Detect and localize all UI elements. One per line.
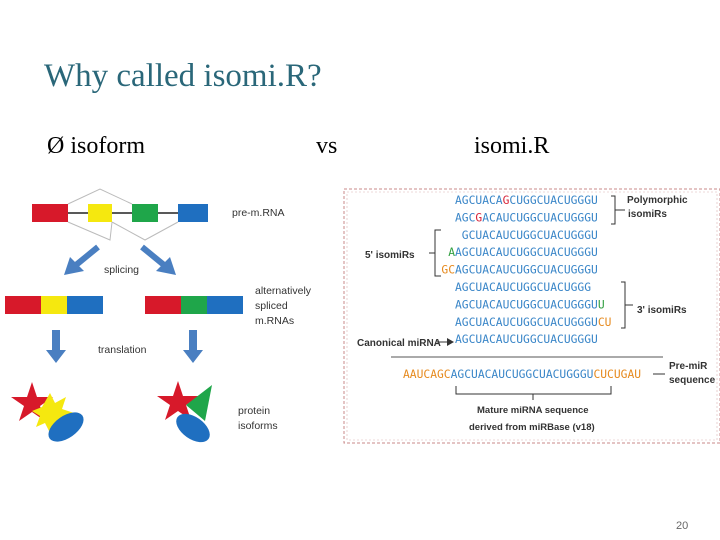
mature-bracket [455, 386, 612, 400]
isoform-heading-text: isoform [70, 133, 146, 159]
isomir-heading: isomi.R [474, 133, 550, 159]
isomir-frame [343, 188, 720, 444]
canonical-label: Canonical miRNA [357, 338, 441, 349]
bullet-arrow-icon: Ø [47, 133, 65, 159]
isomir-sequence-row: AGCGACAUCUGGCUACUGGGU [455, 211, 598, 224]
five-prime-label: 5' isomiRs [365, 250, 415, 261]
splicing-arrow-left-icon [64, 244, 100, 275]
spliced-label-line-1: alternatively [255, 285, 312, 297]
premrna-label: pre-m.RNA [232, 207, 285, 219]
vs-label: vs [316, 133, 338, 159]
premir-label-line-1: Pre-miR [669, 361, 708, 372]
mature-label-line-2: derived from miRBase (v18) [469, 422, 595, 433]
isomir-sequence-row: AGCUACAUCUGGCUACUGGGUCU [455, 316, 611, 329]
isoform-diagram: pre-m.RNA splicing alternatively spliced… [5, 188, 312, 443]
spliced-label-line-2: spliced [255, 300, 288, 312]
protein-label-line-2: isoforms [238, 420, 278, 432]
polymorphic-label-line-2: isomiRs [628, 209, 667, 220]
isoform-heading: Ø isoform [47, 133, 145, 160]
isomir-sequence-row: AGCUACAUCUGGCUACUGGG [455, 281, 591, 294]
protein-isoform-2-icon [157, 381, 212, 443]
splicing-label: splicing [104, 264, 139, 276]
isomir-sequence-row: GCUACAUCUGGCUACUGGGU [462, 229, 598, 242]
premrna-bar [32, 188, 208, 241]
spliced-mrna-1 [5, 296, 103, 314]
translation-label: translation [98, 344, 147, 356]
isomir-sequence-row: GCAGCUACAUCUGGCUACUGGGU [441, 264, 597, 277]
premir-sequence: AAUCAGCAGCUACAUCUGGCUACUGGGUCUCUGAU [403, 368, 641, 381]
isomir-diagram: AGCUACAGCUGGCUACUGGGU AGCGACAUCUGGCUACUGG… [343, 188, 720, 444]
five-prime-bracket [429, 229, 441, 277]
isomir-sequence-row: AAGCUACAUCUGGCUACUGGGU [448, 246, 598, 259]
premir-label-line-2: sequence [669, 375, 716, 386]
isomir-sequence-row: AGCUACAGCUGGCUACUGGGU [455, 194, 598, 207]
three-prime-label: 3' isomiRs [637, 305, 687, 316]
translation-arrow-right-icon [183, 330, 203, 363]
spliced-mrna-2 [145, 296, 243, 314]
sequence-list: AGCUACAGCUGGCUACUGGGU AGCGACAUCUGGCUACUGG… [441, 194, 611, 346]
page-number: 20 [676, 520, 689, 532]
page-title: Why called isomi.R? [44, 58, 322, 94]
three-prime-bracket [621, 281, 633, 329]
protein-isoform-1-icon [11, 382, 84, 442]
polymorphic-bracket [611, 195, 625, 225]
protein-label-line-1: protein [238, 405, 270, 417]
polymorphic-label-line-1: Polymorphic [627, 195, 688, 206]
isomir-sequence-row: AGCUACAUCUGGCUACUGGGUU [455, 298, 605, 311]
spliced-label-line-3: m.RNAs [255, 315, 294, 327]
splicing-arrow-right-icon [140, 244, 176, 275]
isomir-sequence-row: AGCUACAUCUGGCUACUGGGU [455, 333, 598, 346]
mature-label-line-1: Mature miRNA sequence [477, 405, 589, 416]
translation-arrow-left-icon [46, 330, 66, 363]
